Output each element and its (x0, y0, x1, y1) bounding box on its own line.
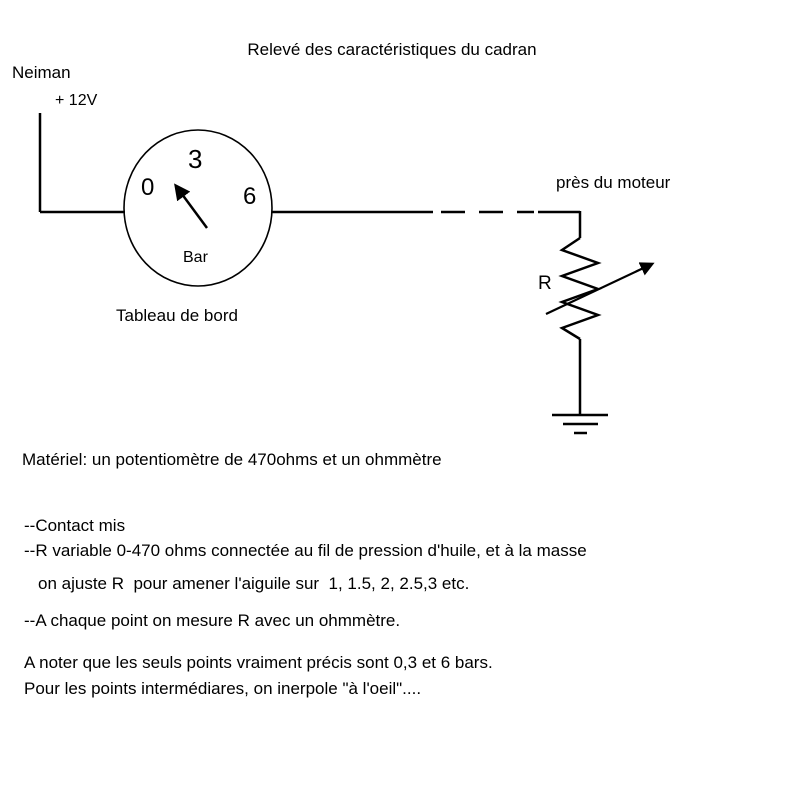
mesure-note: --A chaque point on mesure R avec un ohm… (24, 611, 401, 630)
motor-location-label: près du moteur (556, 173, 671, 192)
gauge-to-resistor-wire (272, 210, 582, 238)
gauge-scale-3: 3 (188, 144, 203, 174)
precision-note: A noter que les seuls points vraiment pr… (24, 653, 493, 672)
interpolation-note: Pour les points intermédiares, on inerpo… (24, 679, 422, 698)
dashboard-label: Tableau de bord (116, 306, 238, 325)
ground-symbol-icon (552, 413, 608, 435)
gauge-needle-icon (174, 183, 209, 229)
contact-note: --Contact mis (24, 516, 126, 535)
page-title: Relevé des caractéristiques du cadran (247, 40, 537, 59)
resistor-variable-arrow-icon (545, 262, 655, 315)
resistor-label: R (538, 273, 552, 294)
gauge-unit-label: Bar (183, 249, 208, 266)
gauge-dial (123, 129, 273, 287)
neiman-label: Neiman (12, 63, 71, 82)
gauge-scale-0: 0 (141, 174, 155, 201)
ajuste-note: on ajuste R pour amener l'aiguile sur 1,… (38, 574, 470, 593)
resistor-symbol (558, 236, 602, 415)
gauge-scale-6: 6 (243, 183, 257, 210)
supply-wire (38, 113, 125, 214)
materiel-note: Matériel: un potentiomètre de 470ohms et… (22, 450, 442, 469)
r-variable-note: --R variable 0-470 ohms connectée au fil… (24, 541, 587, 560)
supply-voltage-label: + 12V (55, 92, 98, 109)
